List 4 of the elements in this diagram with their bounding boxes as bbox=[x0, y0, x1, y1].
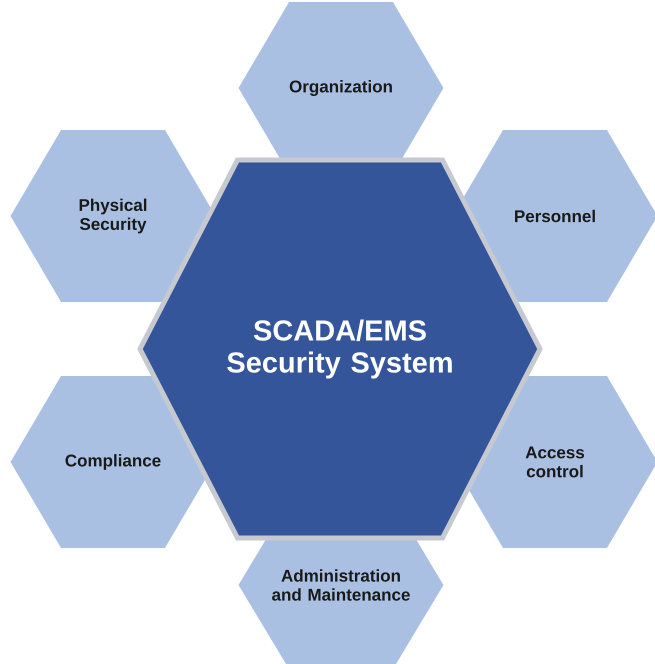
hexagon: Personnel bbox=[452, 130, 655, 302]
hexagon: Physical Security bbox=[10, 130, 216, 302]
hexagon: Organization bbox=[238, 2, 444, 174]
hexagon: Compliance bbox=[10, 376, 216, 548]
